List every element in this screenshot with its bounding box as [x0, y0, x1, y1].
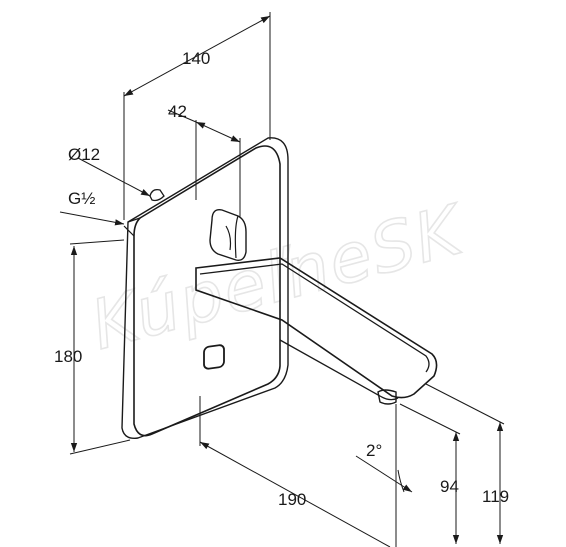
dimension-label-42: 42 — [168, 102, 187, 121]
temperature-knob — [209, 209, 247, 262]
dimension-angle: 2° — [355, 441, 413, 493]
dimension-42: 42 — [167, 102, 241, 218]
dimension-label-119: 119 — [482, 487, 509, 506]
dimension-label-180: 180 — [54, 347, 82, 366]
inlet-pipe — [149, 188, 165, 202]
dimension-label-140: 140 — [182, 49, 210, 68]
diameter-label: Ø12 — [68, 145, 100, 164]
angle-label: 2° — [366, 441, 382, 460]
faucet-body — [121, 137, 438, 439]
aerator — [377, 389, 397, 405]
sensor-window — [203, 344, 225, 370]
dimension-label-94: 94 — [440, 477, 459, 496]
dimension-diameter: Ø12 — [68, 145, 151, 197]
dimension-190: 190 — [199, 396, 397, 547]
dimension-thread: G½ — [59, 189, 125, 226]
thread-label: G½ — [68, 189, 95, 208]
dimension-119: 119 — [425, 383, 509, 544]
front-plate — [133, 145, 281, 437]
dimension-140: 140 — [123, 12, 271, 220]
dimension-94: 94 — [399, 403, 461, 544]
spout — [195, 257, 438, 399]
dimension-180: 180 — [54, 239, 131, 455]
dimension-label-190: 190 — [278, 490, 306, 509]
